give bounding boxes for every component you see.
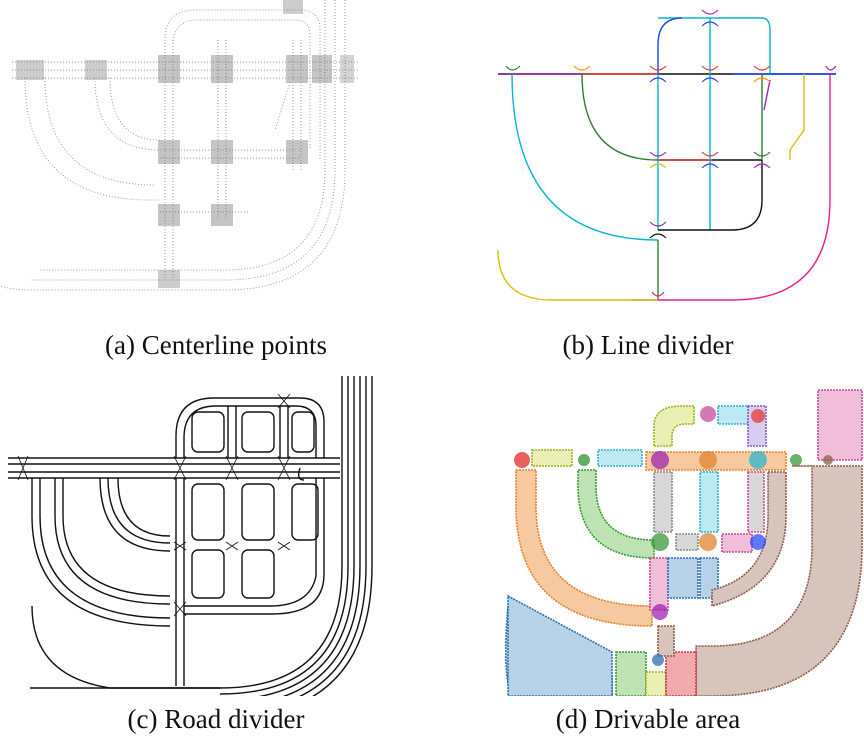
caption-road-divider: (c) Road divider <box>127 704 305 734</box>
intersection-crossings <box>17 393 291 617</box>
centerline-points-figure <box>0 0 360 291</box>
road-edge-lines <box>8 376 373 696</box>
drivable-area-regions <box>504 389 863 696</box>
caption-centerline-points: (a) Centerline points <box>105 330 327 360</box>
panel-centerline-points: (a) Centerline points <box>0 0 432 376</box>
intersection-markers <box>514 406 833 666</box>
intersection-point-clusters <box>16 0 354 288</box>
panel-line-divider: (b) Line divider <box>432 0 864 376</box>
centerline-point-rows <box>0 0 360 291</box>
panel-drivable-area: (d) Drivable area <box>432 376 864 752</box>
panel-road-divider: (c) Road divider <box>0 376 432 752</box>
caption-line-divider: (b) Line divider <box>562 330 734 360</box>
road-divider-figure <box>8 376 373 696</box>
lane-divider-lines <box>497 17 836 301</box>
drivable-area-figure <box>504 389 863 696</box>
caption-drivable-area: (d) Drivable area <box>555 704 741 734</box>
intersection-turn-curves <box>505 9 837 297</box>
line-divider-figure <box>497 9 837 301</box>
